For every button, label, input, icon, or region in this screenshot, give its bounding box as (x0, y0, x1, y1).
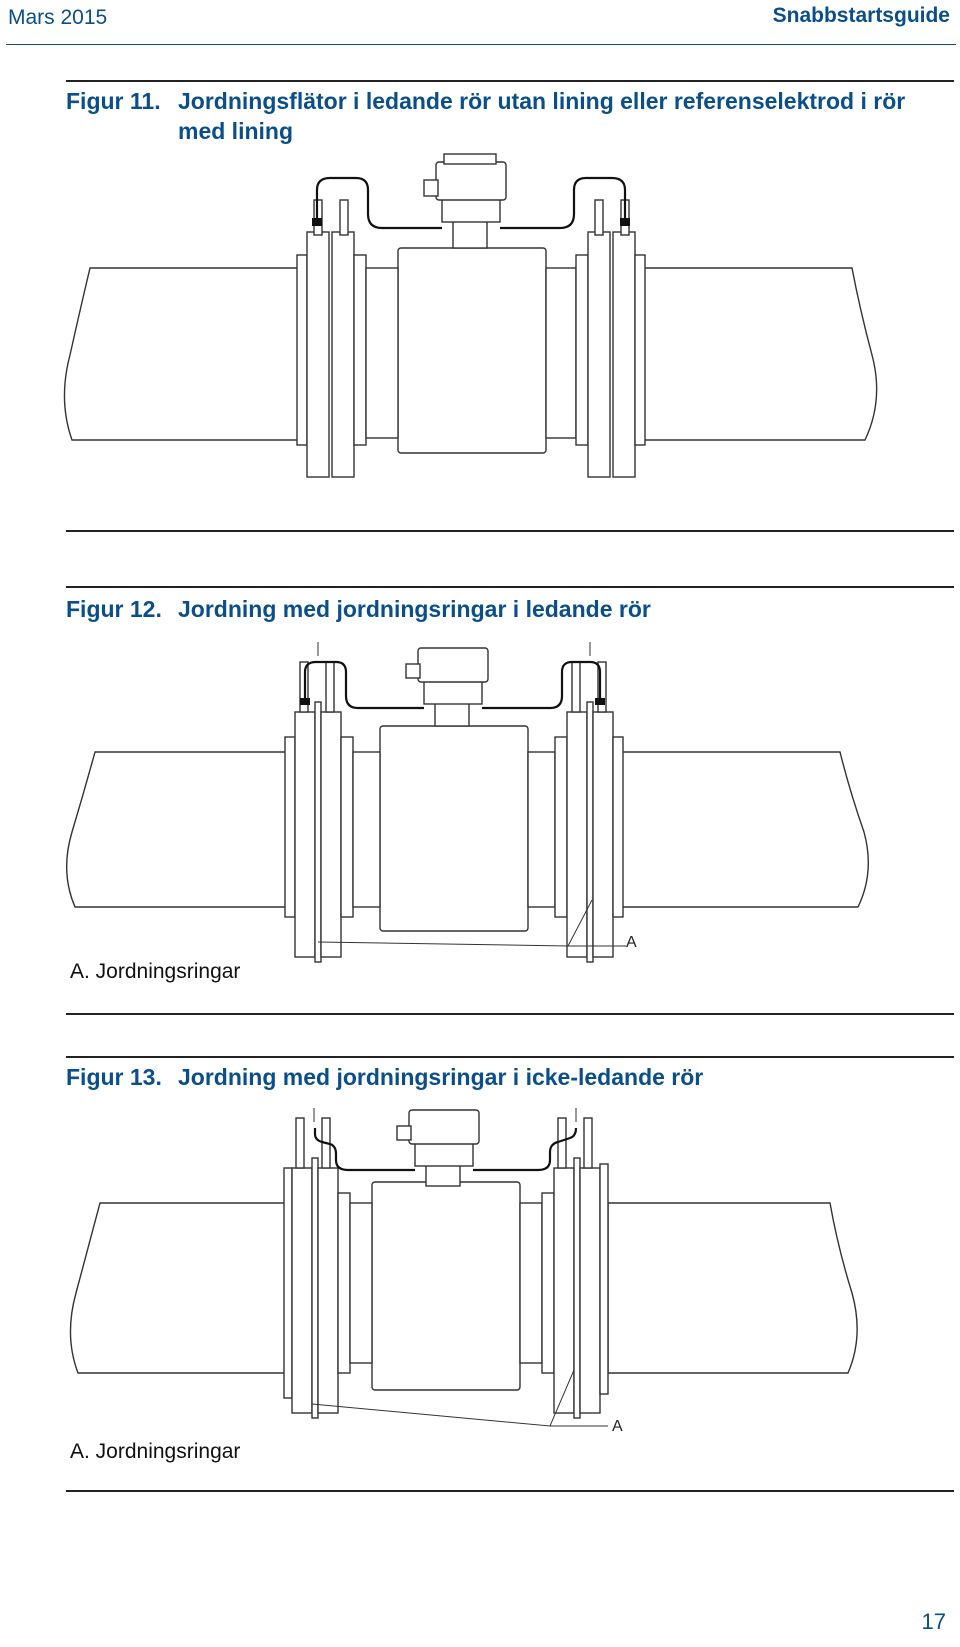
flange-left-a (294, 711, 316, 958)
grounding-ring-right (573, 1157, 581, 1419)
transmitter-stem (452, 219, 488, 249)
callout-leader (311, 1369, 608, 1427)
transmitter-stem (425, 1163, 461, 1187)
flange-right-b (612, 231, 636, 478)
ground-strap-right (500, 176, 627, 230)
flange-right-a (587, 231, 611, 478)
figure-12-caption: Jordning med jordningsringar i ledande r… (178, 596, 651, 622)
flange-left-outer (296, 254, 308, 446)
pipe-right (621, 751, 869, 908)
flange-right-outer (612, 736, 624, 918)
pipe-left (63, 267, 306, 441)
figure-12-number: Figur 12. (66, 596, 162, 622)
figure-12-legend: A. Jordningsringar (70, 960, 241, 983)
figure-13-top-rule (66, 1056, 954, 1058)
ground-strap-left (315, 176, 442, 230)
flange-right-a (566, 711, 588, 958)
figure-13-caption: Jordning med jordningsringar i icke-leda… (178, 1064, 704, 1090)
figure-13-callout-a: A (612, 1418, 623, 1435)
flange-left-b (320, 711, 342, 958)
figure-12-top-rule (66, 586, 954, 588)
flange-left-b (317, 1167, 339, 1414)
transmitter-head (408, 1109, 480, 1145)
figure-12-drawing (65, 642, 869, 963)
meter-body (397, 247, 547, 454)
flange-right-inner (541, 1192, 555, 1374)
flange-right-inner (554, 736, 568, 918)
pipe-right (634, 267, 878, 441)
flange-left-inner (337, 1192, 351, 1374)
figure-12-callout-a: A (626, 934, 637, 951)
flange-left-a (291, 1167, 313, 1414)
figure-11-drawing (63, 153, 878, 478)
figure-11-title: Figur 11. Jordningsflätor i ledande rör … (66, 86, 946, 146)
figure-13-bottom-rule (66, 1490, 954, 1492)
transmitter-base (414, 1141, 474, 1167)
flange-left-a (306, 231, 330, 478)
page-number: 17 (921, 1609, 946, 1634)
ground-strap-right (473, 1127, 578, 1172)
transmitter-base (441, 197, 501, 223)
figure-13-title: Figur 13. Jordning med jordningsringar i… (66, 1062, 946, 1092)
flange-left-inner (353, 254, 367, 446)
meter-body (379, 725, 529, 932)
ground-strap-right (482, 660, 602, 710)
flange-left-outer (284, 736, 296, 918)
ground-strap-left (303, 660, 424, 710)
transmitter-head (435, 161, 507, 201)
flange-left-inner (340, 736, 354, 918)
pipe-left (69, 1202, 289, 1374)
figure-11-number: Figur 11. (66, 88, 161, 114)
transmitter-stem (434, 701, 470, 727)
meter-neck-right (545, 267, 577, 439)
transmitter-base (423, 679, 483, 705)
flange-left-b (331, 231, 355, 478)
flange-right-b (592, 711, 614, 958)
meter-body (371, 1181, 521, 1391)
header-guide-title: Snabbstartsguide (772, 4, 950, 27)
figure-12-title: Figur 12. Jordning med jordningsringar i… (66, 594, 946, 624)
figure-11-caption: Jordningsflätor i ledande rör utan linin… (178, 88, 906, 144)
figure-13-number: Figur 13. (66, 1064, 162, 1090)
transmitter-head (417, 647, 489, 683)
meter-neck-left (365, 267, 399, 439)
grounding-ring-left (311, 1157, 319, 1419)
pipe-left (65, 751, 291, 908)
ground-strap-left (313, 1128, 415, 1172)
grounding-ring-left (314, 701, 322, 963)
callout-leader (317, 899, 626, 947)
flange-right-b (579, 1167, 601, 1414)
header-date: Mars 2015 (8, 6, 108, 29)
header-divider (6, 44, 956, 45)
pipe-right (607, 1202, 858, 1374)
figure-13-drawing (69, 1108, 858, 1427)
flange-right-outer (634, 254, 646, 446)
grounding-ring-right (586, 701, 594, 963)
figure-13-legend: A. Jordningsringar (70, 1440, 241, 1463)
figure-12-bottom-rule (66, 1013, 954, 1015)
figure-11-top-rule (66, 80, 954, 82)
flange-right-inner (575, 254, 589, 446)
figure-11-bottom-rule (66, 530, 954, 532)
